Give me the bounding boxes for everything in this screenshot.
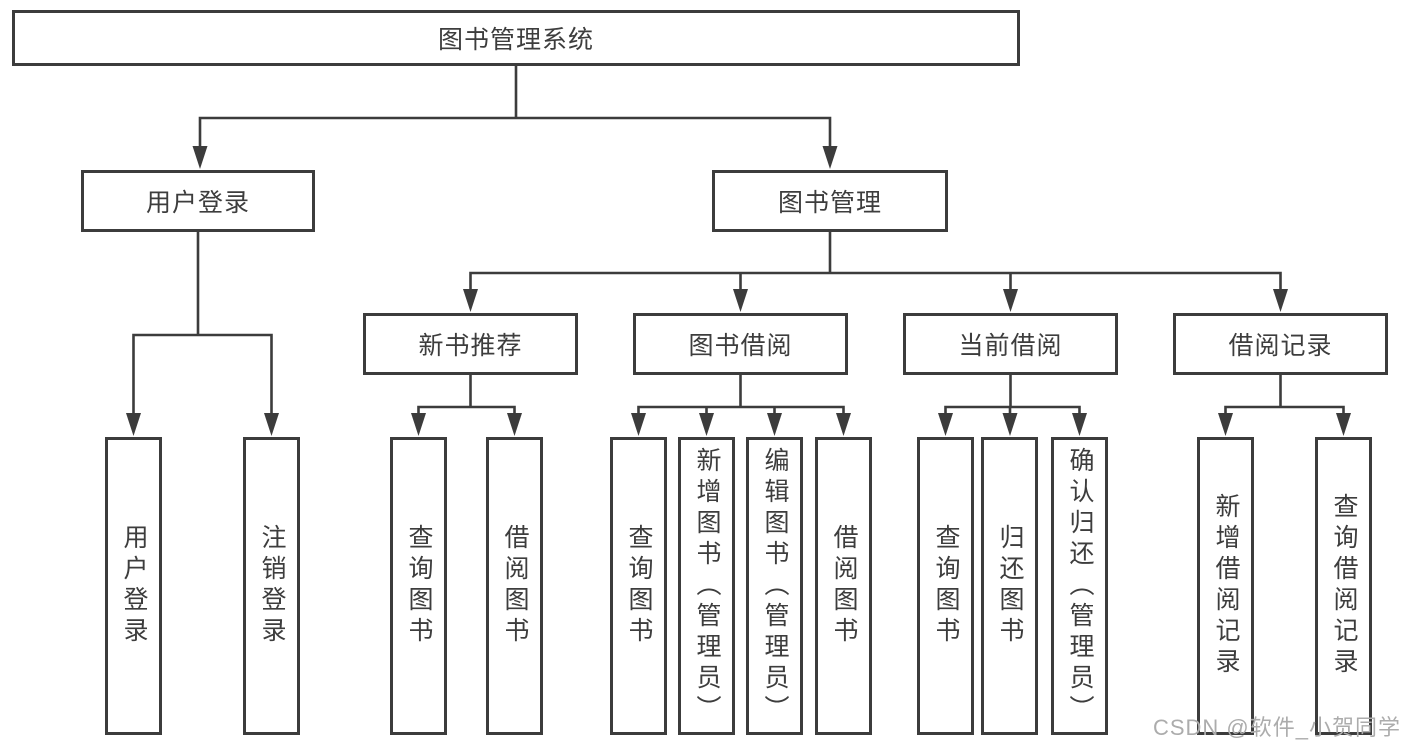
leaf-query-book-1: 查询图书 <box>390 437 447 735</box>
node-root: 图书管理系统 <box>12 10 1020 66</box>
arrow-icon <box>1072 413 1087 436</box>
arrow-icon <box>836 413 851 436</box>
leaf-label: 查询图书 <box>932 524 960 648</box>
current-borrow-rail-line <box>944 405 1081 415</box>
node-user-login: 用户登录 <box>81 170 315 232</box>
arrow-icon <box>699 413 714 436</box>
arrow-icon <box>1336 413 1351 436</box>
node-new-book-recommend: 新书推荐 <box>363 313 578 375</box>
node-current-borrow: 当前借阅 <box>903 313 1118 375</box>
leaf-borrow-book-2: 借阅图书 <box>815 437 872 735</box>
arrow-icon <box>631 413 646 436</box>
leaf-query-borrow-record: 查询借阅记录 <box>1315 437 1372 735</box>
arrow-icon <box>733 289 748 312</box>
csdn-watermark: CSDN @软件_小贺同学 <box>1152 715 1401 740</box>
arrow-icon <box>938 413 953 436</box>
level3-rail-line <box>469 271 1282 291</box>
arrow-icon <box>192 146 208 169</box>
arrow-icon <box>411 413 426 436</box>
leaf-confirm-return-admin: 确认归还（管理员） <box>1051 437 1108 735</box>
user-login-rail-line <box>132 333 273 415</box>
leaf-label: 新增借阅记录 <box>1212 493 1240 679</box>
leaf-label: 用户登录 <box>120 524 148 648</box>
leaf-label: 借阅图书 <box>830 524 858 648</box>
book-borrow-rail-line <box>637 405 845 415</box>
new-book-rail-line <box>417 405 516 415</box>
leaf-add-book-admin: 新增图书（管理员） <box>678 437 735 735</box>
arrow-icon <box>463 289 478 312</box>
arrow-icon <box>264 413 279 436</box>
arrow-icon <box>126 413 141 436</box>
node-book-management: 图书管理 <box>712 170 948 232</box>
leaf-label: 查询借阅记录 <box>1330 493 1358 679</box>
leaf-borrow-book-1: 借阅图书 <box>486 437 543 735</box>
leaf-label: 查询图书 <box>405 524 433 648</box>
node-borrow-record: 借阅记录 <box>1173 313 1388 375</box>
leaf-label: 编辑图书（管理员） <box>761 446 789 726</box>
leaf-label: 注销登录 <box>258 524 286 648</box>
leaf-user-login: 用户登录 <box>105 437 162 735</box>
arrowheads <box>126 146 1351 436</box>
leaf-logout: 注销登录 <box>243 437 300 735</box>
leaf-label: 新增图书（管理员） <box>693 446 721 726</box>
arrow-icon <box>1003 289 1018 312</box>
arrow-icon <box>767 413 782 436</box>
arrow-icon <box>822 146 838 169</box>
leaf-edit-book-admin: 编辑图书（管理员） <box>746 437 803 735</box>
arrow-icon <box>1218 413 1233 436</box>
arrow-icon <box>1002 413 1018 436</box>
arrow-icon <box>1273 289 1288 312</box>
leaf-return-book: 归还图书 <box>981 437 1038 735</box>
arrow-icon <box>507 413 522 436</box>
leaf-label: 借阅图书 <box>501 524 529 648</box>
leaf-label: 确认归还（管理员） <box>1066 446 1094 726</box>
leaf-label: 归还图书 <box>996 524 1024 648</box>
leaf-query-book-2: 查询图书 <box>610 437 667 735</box>
node-book-borrow: 图书借阅 <box>633 313 848 375</box>
leaf-add-borrow-record: 新增借阅记录 <box>1197 437 1254 735</box>
leaf-label: 查询图书 <box>625 524 653 648</box>
borrow-record-rail-line <box>1224 405 1345 415</box>
leaf-query-book-3: 查询图书 <box>917 437 974 735</box>
level2-rail-line <box>198 116 832 148</box>
